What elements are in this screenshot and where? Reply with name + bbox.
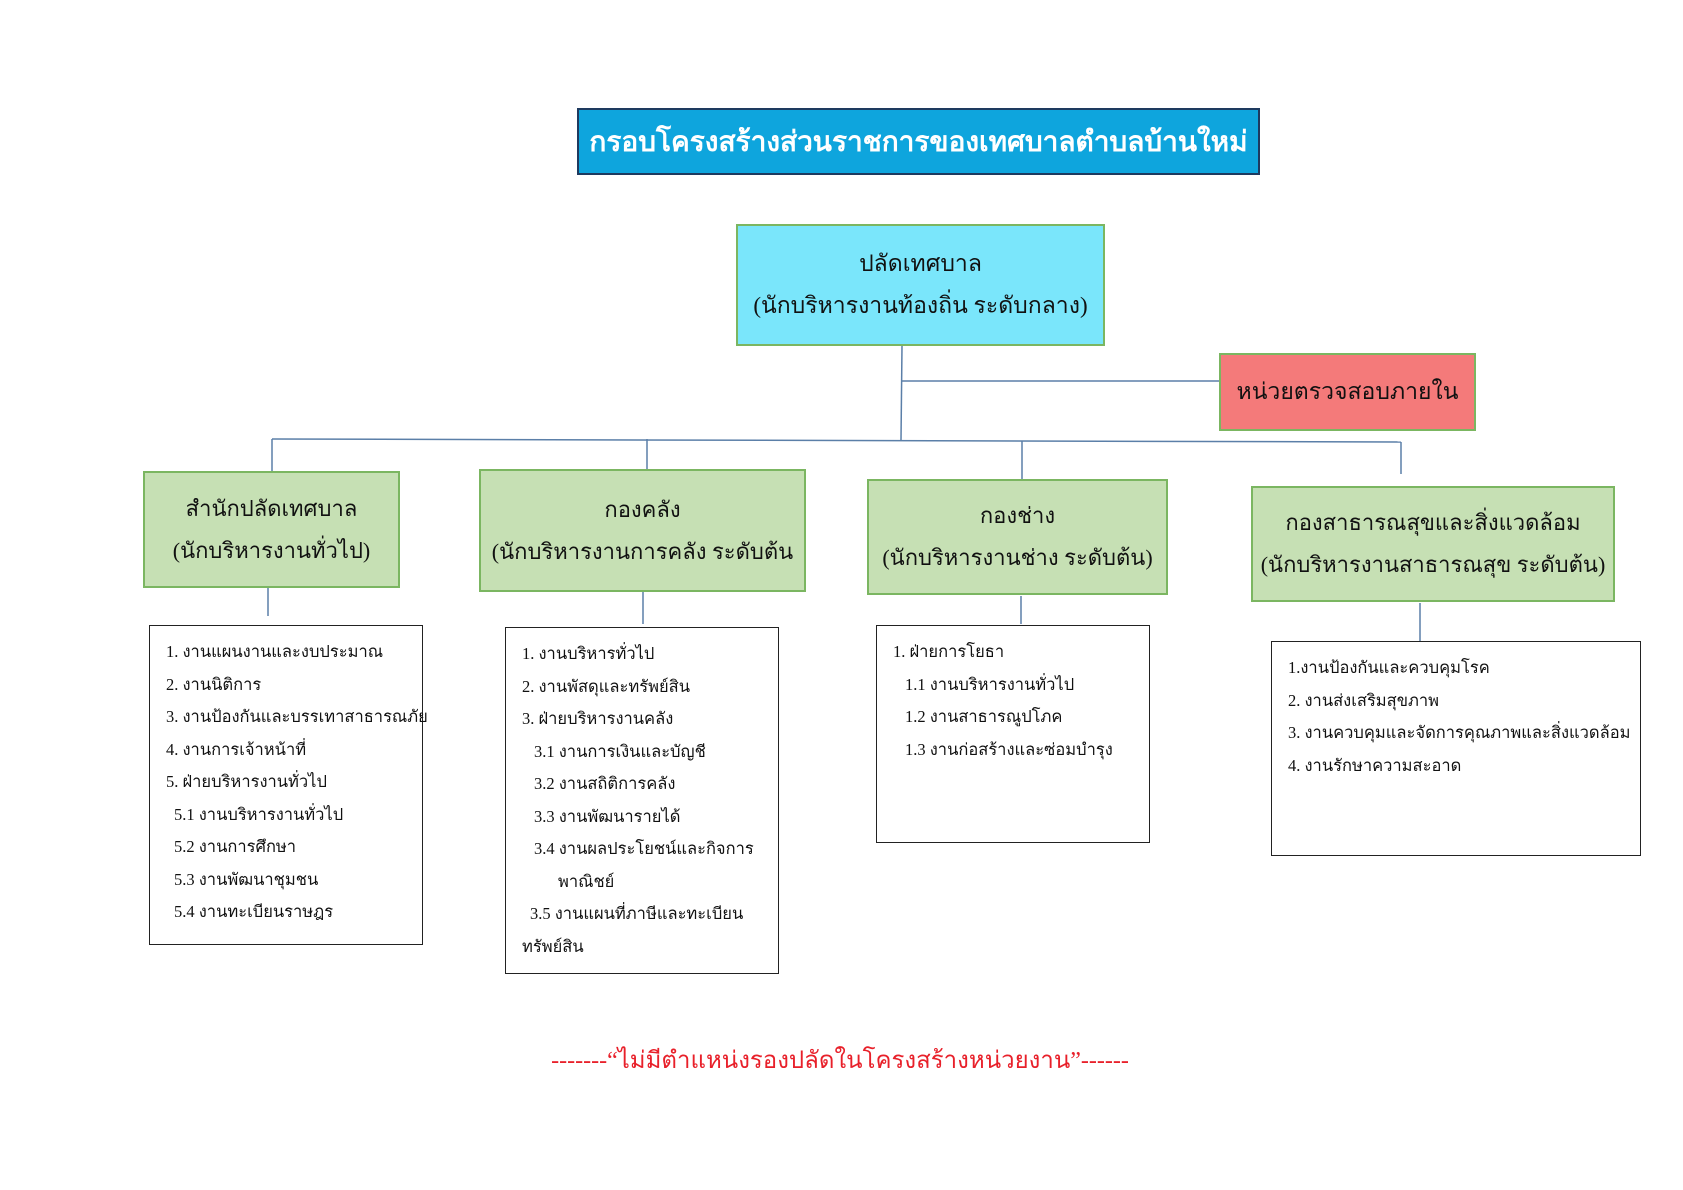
dept-name: กองสาธารณสุขและสิ่งแวดล้อม: [1285, 510, 1581, 535]
head-rank: (นักบริหารงานท้องถิ่น ระดับกลาง): [753, 293, 1088, 318]
task-item: 3. งานป้องกันและบรรเทาสาธารณภัย: [166, 707, 428, 726]
audit-unit-box: หน่วยตรวจสอบภายใน: [1219, 353, 1476, 431]
task-item: 3.1 งานการเงินและบัญชี: [534, 741, 706, 761]
task-item: 4. งานการเจ้าหน้าที่: [166, 739, 307, 759]
dept-name: กองคลัง: [604, 496, 681, 522]
task-item: 1.งานป้องกันและควบคุมโรค: [1288, 658, 1490, 677]
task-item: พาณิชย์: [558, 871, 615, 891]
dept-name: สำนักปลัดเทศบาล: [185, 495, 358, 521]
task-item: 5.4 งานทะเบียนราษฎร: [174, 902, 334, 921]
head-box: ปลัดเทศบาล (นักบริหารงานท้องถิ่น ระดับกล…: [736, 224, 1105, 346]
dept-rank: (นักบริหารงานสาธารณสุข ระดับต้น): [1260, 552, 1606, 577]
dept-office-of-clerk-tasks: 1. งานแผนงานและงบประมาณ 2. งานนิติการ 3.…: [149, 625, 428, 945]
dept-rank: (นักบริหารงานการคลัง ระดับต้น: [491, 538, 794, 564]
dept-engineering-tasks: 1. ฝ่ายการโยธา 1.1 งานบริหารงานทั่วไป 1.…: [876, 625, 1150, 843]
chart-title-text: กรอบโครงสร้างส่วนราชการของเทศบาลตำบลบ้าน…: [589, 126, 1248, 158]
dept-public-health-tasks: 1.งานป้องกันและควบคุมโรค 2. งานส่งเสริมส…: [1271, 641, 1641, 856]
dept-name: กองช่าง: [979, 503, 1056, 528]
task-item: 5.2 งานการศึกษา: [174, 837, 297, 856]
task-item: 1.3 งานก่อสร้างและซ่อมบำรุง: [905, 739, 1113, 759]
task-item: 4. งานรักษาความสะอาด: [1288, 755, 1462, 775]
task-item: 3.4 งานผลประโยชน์และกิจการ: [534, 839, 754, 858]
dept-rank: (นักบริหารงานช่าง ระดับต้น): [882, 545, 1153, 570]
dept-finance-tasks: 1. งานบริหารทั่วไป 2. งานพัสดุและทรัพย์ส…: [505, 627, 779, 974]
dept-office-of-clerk: สำนักปลัดเทศบาล (นักบริหารงานทั่วไป): [143, 471, 400, 588]
task-item: 5.1 งานบริหารงานทั่วไป: [174, 804, 344, 824]
task-item: 3.2 งานสถิติการคลัง: [534, 774, 676, 793]
task-item: 2. งานนิติการ: [166, 674, 262, 694]
task-item: ทรัพย์สิน: [522, 936, 584, 956]
dept-public-health: กองสาธารณสุขและสิ่งแวดล้อม (นักบริหารงาน…: [1251, 486, 1615, 602]
task-item: 3. งานควบคุมและจัดการคุณภาพและสิ่งแวดล้อ…: [1288, 723, 1631, 742]
head-name: ปลัดเทศบาล: [859, 251, 982, 276]
task-item: 1.2 งานสาธารณูปโภค: [905, 707, 1063, 726]
task-item: 1. งานแผนงานและงบประมาณ: [166, 642, 384, 661]
chart-title: กรอบโครงสร้างส่วนราชการของเทศบาลตำบลบ้าน…: [577, 108, 1260, 175]
audit-unit-label: หน่วยตรวจสอบภายใน: [1236, 379, 1459, 404]
connector-head-down: [900, 345, 903, 441]
task-item: 3.5 งานแผนที่ภาษีและทะเบียน: [530, 904, 744, 923]
dept-finance: กองคลัง (นักบริหารงานการคลัง ระดับต้น: [479, 469, 806, 592]
task-item: 3. ฝ่ายบริหารงานคลัง: [522, 709, 674, 728]
connector-horizontal: [271, 438, 1402, 443]
task-item: 2. งานพัสดุและทรัพย์สิน: [522, 676, 691, 696]
task-item: 2. งานส่งเสริมสุขภาพ: [1288, 690, 1440, 710]
dept-rank: (นักบริหารงานทั่วไป): [172, 537, 371, 563]
task-item: 3.3 งานพัฒนารายได้: [534, 806, 681, 826]
task-item: 1. ฝ่ายการโยธา: [893, 642, 1005, 661]
task-item: 5. ฝ่ายบริหารงานทั่วไป: [166, 772, 327, 791]
task-item: 5.3 งานพัฒนาชุมชน: [174, 869, 319, 889]
task-item: 1. งานบริหารทั่วไป: [522, 644, 655, 663]
dept-engineering: กองช่าง (นักบริหารงานช่าง ระดับต้น): [867, 479, 1168, 595]
footnote: -------“ไม่มีตำแหน่งรองปลัดในโครงสร้างหน…: [551, 1048, 1129, 1074]
task-item: 1.1 งานบริหารงานทั่วไป: [905, 674, 1075, 694]
